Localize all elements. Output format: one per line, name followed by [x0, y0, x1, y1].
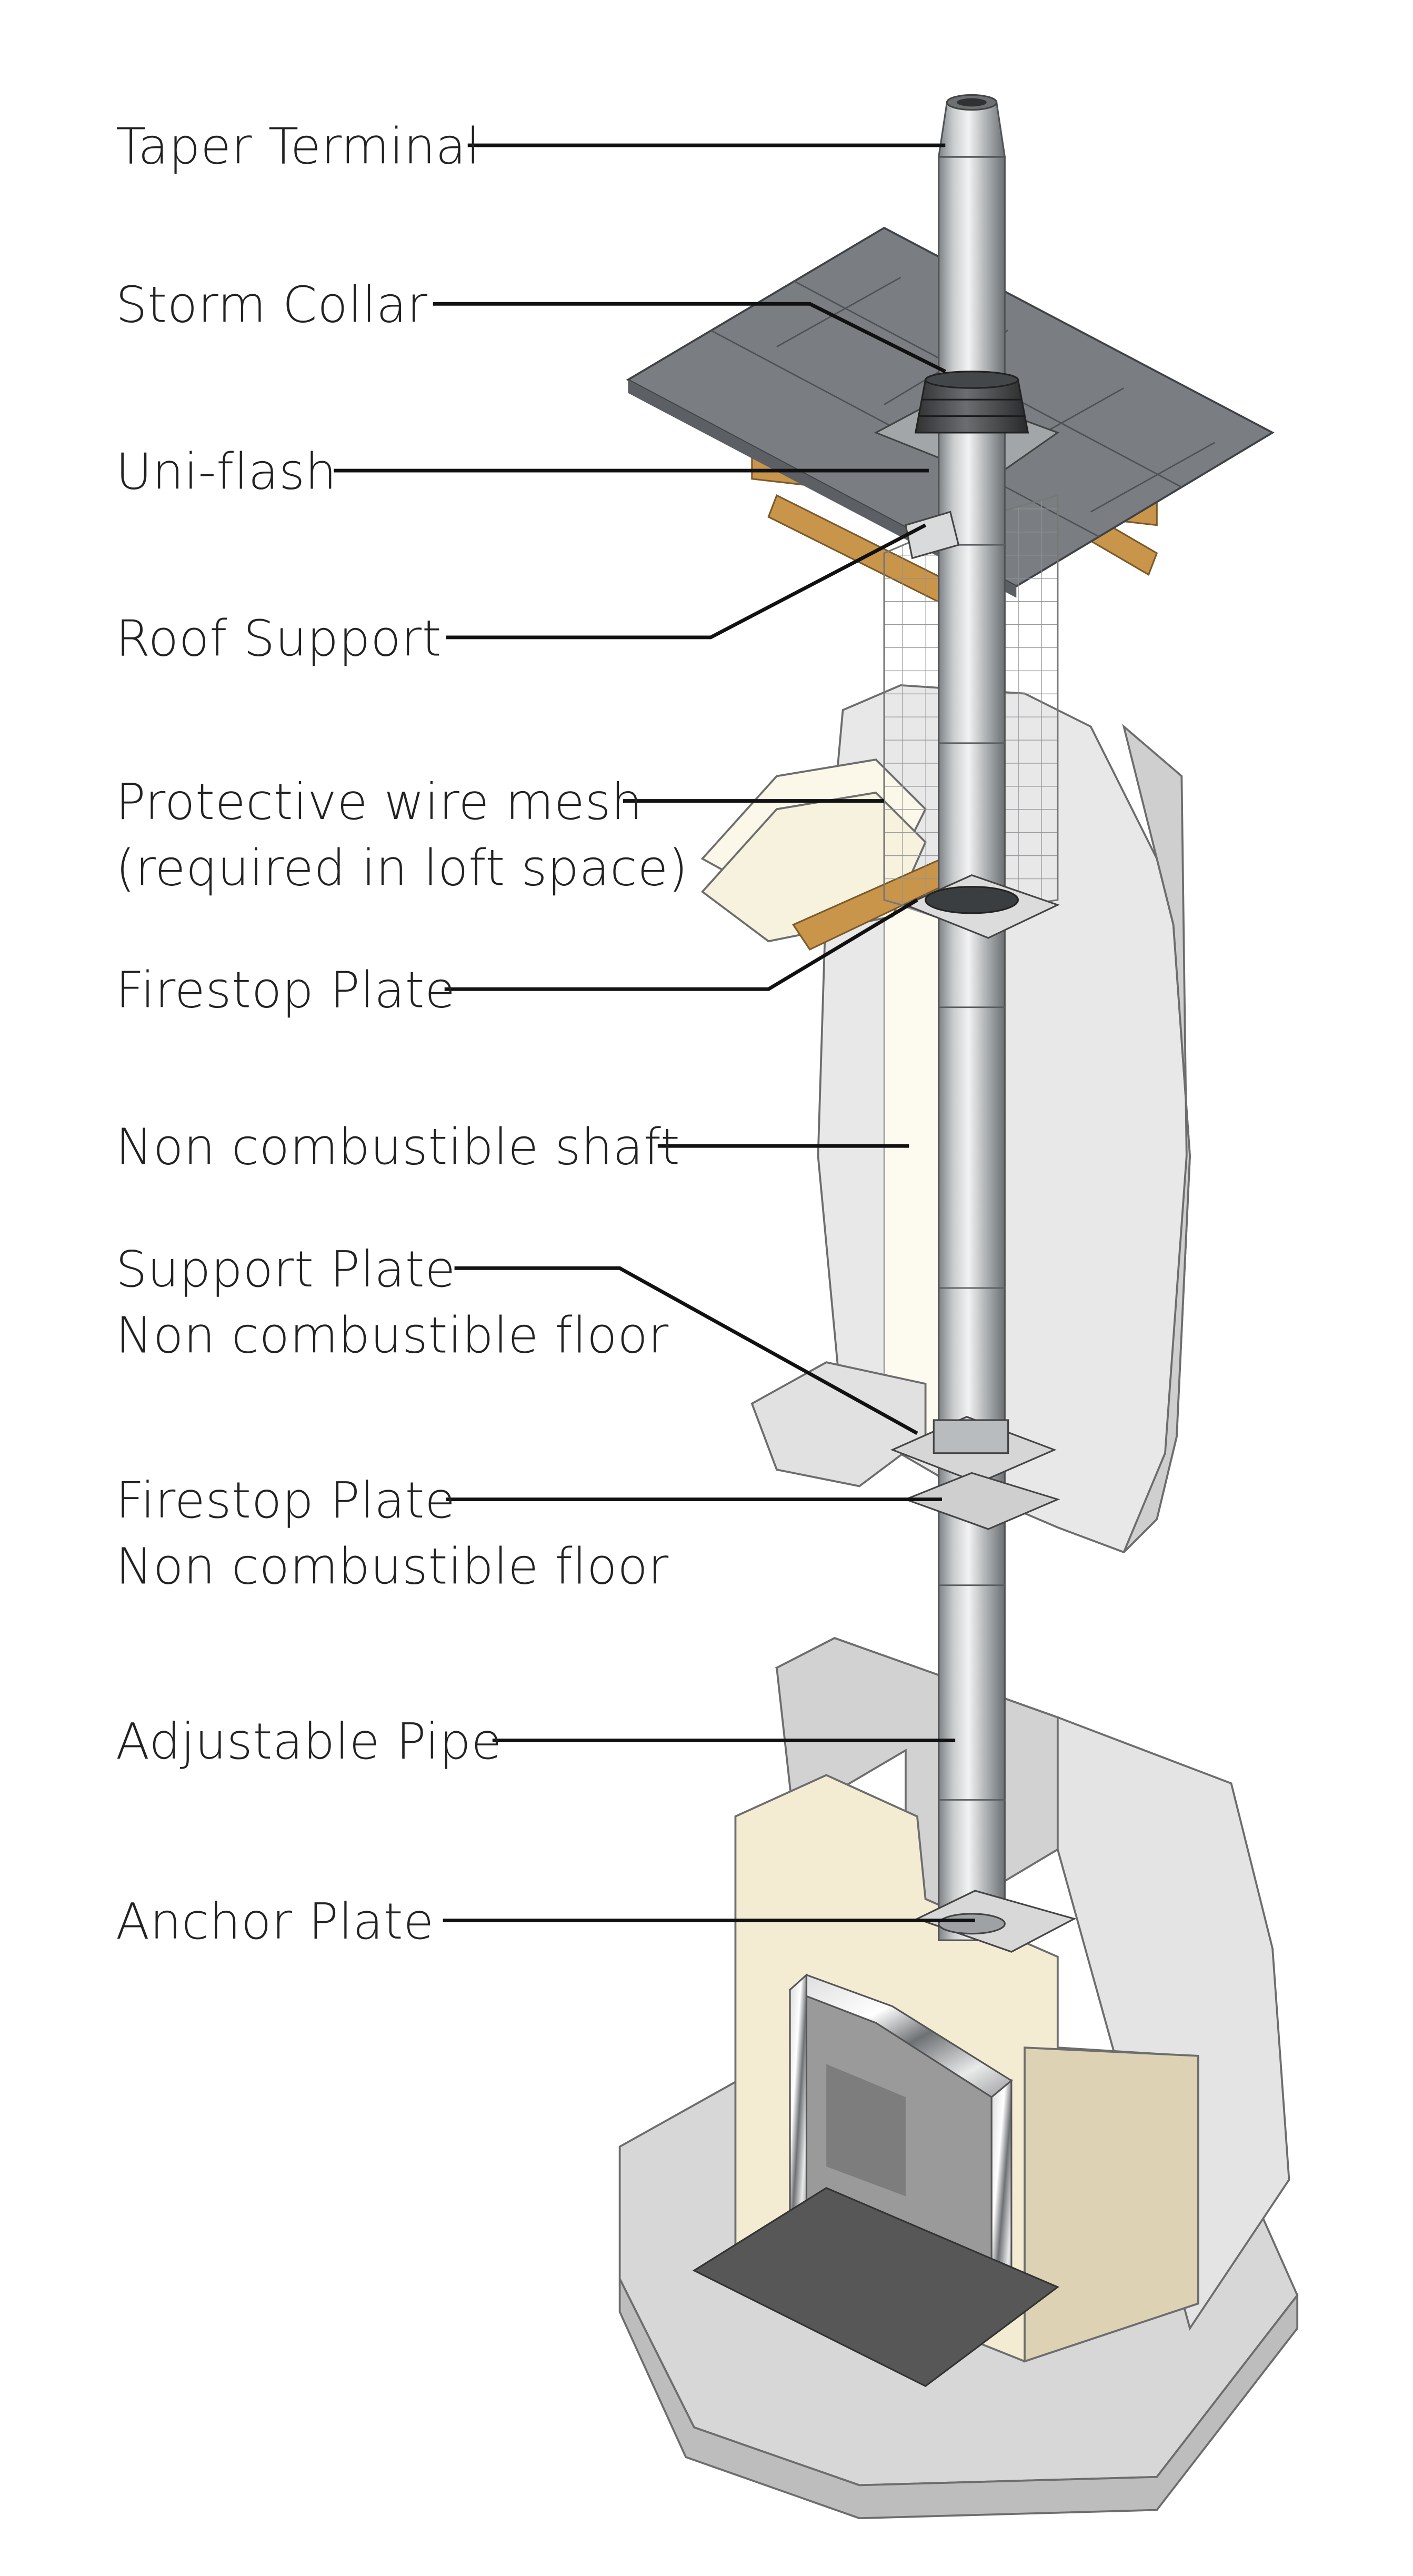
label-support-plate-floor: Non combustible floor: [116, 1307, 669, 1364]
fireplace-surround: [692, 1774, 1199, 2388]
firestop-plate-upper: [903, 874, 1060, 939]
support-plate: [890, 1416, 1057, 1484]
firestop-plate-lower: [903, 1472, 1060, 1530]
label-roof-support: Roof Support: [116, 611, 442, 668]
label-taper-terminal: Taper Terminal: [116, 118, 480, 176]
label-uni-flash: Uni-flash: [116, 444, 337, 501]
leader-firestop-plate-upper: [444, 898, 918, 991]
label-protective-wire-mesh: Protective wire mesh: [116, 774, 643, 831]
label-non-combustible-shaft: Non combustible shaft: [116, 1119, 680, 1176]
callout-labels: Taper Terminal Storm Collar Uni-flash Ro…: [116, 118, 688, 1951]
storm-collar: [914, 371, 1029, 434]
label-firestop-plate-lower: Firestop Plate: [116, 1472, 456, 1530]
leader-roof-support: [446, 523, 927, 640]
label-adjustable-pipe: Adjustable Pipe: [116, 1713, 502, 1771]
leader-lines: [334, 143, 975, 1922]
leader-storm-collar: [433, 302, 946, 373]
label-storm-collar: Storm Collar: [116, 277, 428, 334]
label-firestop-plate-lower-floor: Non combustible floor: [116, 1539, 669, 1596]
label-support-plate: Support Plate: [116, 1241, 456, 1299]
leader-support-plate: [454, 1266, 918, 1435]
roof-support-bracket: [905, 511, 960, 560]
flue-pipe: [937, 94, 1006, 1941]
label-firestop-plate-upper: Firestop Plate: [116, 962, 456, 1020]
label-anchor-plate: Anchor Plate: [116, 1893, 434, 1951]
label-protective-wire-mesh-note: (required in loft space): [116, 840, 688, 897]
